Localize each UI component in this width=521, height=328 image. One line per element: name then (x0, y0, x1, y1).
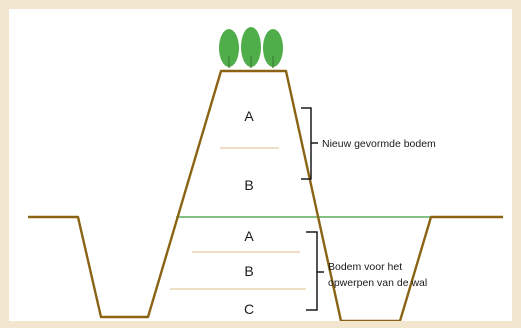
diagram-panel: A B A B C Nieuw gevormde bodem Bodem voo… (9, 9, 512, 323)
old-soil-annotation-line2: opwerpen van de wal (328, 277, 427, 289)
terrain-profile-line (28, 69, 503, 323)
old-soil-bracket (306, 231, 324, 311)
shrub-icon (219, 29, 239, 67)
lower-horizon-c-label: C (244, 301, 254, 317)
soil-profile-diagram: A B A B C Nieuw gevormde bodem Bodem voo… (28, 27, 503, 323)
vegetation-icon (219, 27, 283, 68)
shrub-icon (241, 27, 261, 67)
shrub-icon (263, 29, 283, 67)
new-soil-annotation: Nieuw gevormde bodem (322, 138, 436, 150)
new-soil-bracket (301, 107, 318, 180)
lower-horizon-b-label: B (244, 263, 253, 279)
upper-horizon-b-label: B (244, 177, 253, 193)
upper-horizon-a-label: A (244, 108, 254, 124)
old-soil-annotation-line1: Bodem voor het (328, 261, 402, 273)
lower-horizon-a-label: A (244, 228, 254, 244)
